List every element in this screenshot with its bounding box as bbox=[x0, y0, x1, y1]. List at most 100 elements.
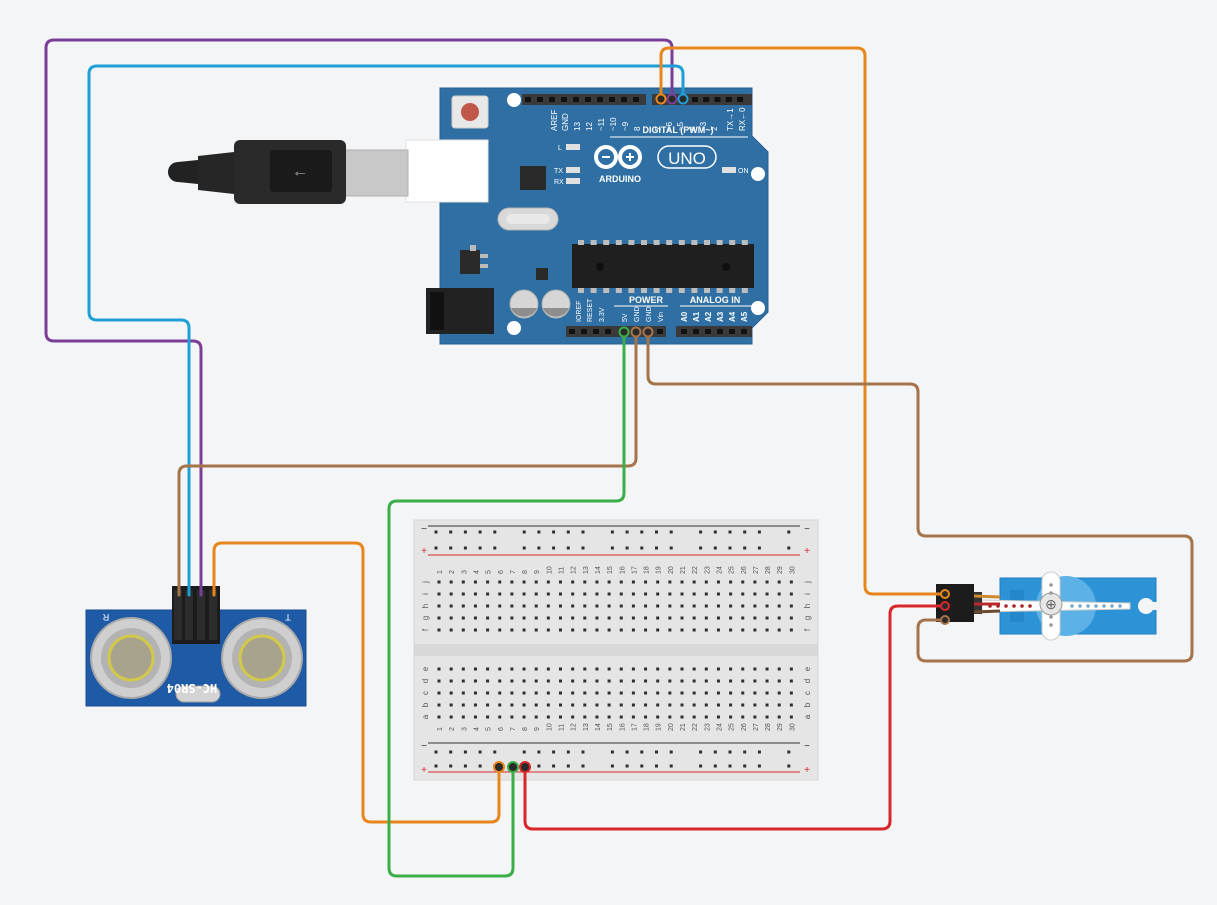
breadboard-hole[interactable] bbox=[789, 667, 793, 671]
breadboard-hole[interactable] bbox=[668, 628, 672, 632]
breadboard-hole[interactable] bbox=[607, 580, 611, 584]
breadboard-hole[interactable] bbox=[753, 604, 757, 608]
breadboard-hole[interactable] bbox=[716, 592, 720, 596]
breadboard-hole[interactable] bbox=[510, 679, 514, 683]
breadboard-hole[interactable] bbox=[546, 604, 550, 608]
breadboard-hole[interactable] bbox=[631, 616, 635, 620]
breadboard-hole[interactable] bbox=[765, 580, 769, 584]
breadboard-hole[interactable] bbox=[449, 667, 453, 671]
breadboard-hole[interactable] bbox=[668, 592, 672, 596]
breadboard-hole[interactable] bbox=[668, 691, 672, 695]
pin-hole[interactable] bbox=[581, 329, 587, 334]
pin-hole[interactable] bbox=[549, 97, 555, 102]
breadboard-hole[interactable] bbox=[729, 580, 733, 584]
breadboard-hole[interactable] bbox=[522, 703, 526, 707]
pin-hole[interactable] bbox=[561, 97, 567, 102]
hc-sr04-sensor[interactable]: HC-SR04 R T bbox=[85, 586, 307, 707]
breadboard-hole[interactable] bbox=[753, 580, 757, 584]
breadboard-hole[interactable] bbox=[559, 691, 562, 695]
breadboard-hole[interactable] bbox=[559, 715, 562, 719]
breadboard-hole[interactable] bbox=[680, 604, 684, 608]
breadboard-hole[interactable] bbox=[753, 691, 757, 695]
breadboard-hole[interactable] bbox=[559, 628, 562, 632]
breadboard-hole[interactable] bbox=[595, 580, 599, 584]
pin-hole[interactable] bbox=[569, 329, 575, 334]
breadboard-hole[interactable] bbox=[449, 580, 453, 584]
breadboard-hole[interactable] bbox=[498, 691, 502, 695]
breadboard-hole[interactable] bbox=[680, 667, 684, 671]
rail-hole[interactable] bbox=[566, 750, 570, 754]
breadboard-hole[interactable] bbox=[595, 679, 599, 683]
rail-hole[interactable] bbox=[478, 530, 482, 534]
breadboard-hole[interactable] bbox=[704, 580, 708, 584]
breadboard-hole[interactable] bbox=[449, 604, 453, 608]
breadboard-hole[interactable] bbox=[656, 703, 660, 707]
breadboard-hole[interactable] bbox=[704, 703, 708, 707]
breadboard-hole[interactable] bbox=[571, 628, 575, 632]
breadboard-hole[interactable] bbox=[546, 703, 550, 707]
breadboard-hole[interactable] bbox=[486, 715, 490, 719]
rail-hole[interactable] bbox=[625, 750, 629, 754]
rail-hole[interactable] bbox=[581, 530, 585, 534]
breadboard-hole[interactable] bbox=[631, 667, 635, 671]
breadboard-hole[interactable] bbox=[595, 691, 599, 695]
breadboard-hole[interactable] bbox=[510, 592, 514, 596]
breadboard-hole[interactable] bbox=[692, 616, 696, 620]
breadboard-hole[interactable] bbox=[559, 580, 562, 584]
breadboard-hole[interactable] bbox=[461, 715, 465, 719]
breadboard-hole[interactable] bbox=[631, 592, 635, 596]
pin-hole[interactable] bbox=[657, 329, 663, 334]
reset-button[interactable] bbox=[451, 95, 489, 129]
breadboard-hole[interactable] bbox=[680, 715, 684, 719]
breadboard-hole[interactable] bbox=[571, 667, 575, 671]
rail-hole[interactable] bbox=[537, 546, 541, 550]
breadboard-hole[interactable] bbox=[729, 604, 733, 608]
breadboard-hole[interactable] bbox=[777, 667, 781, 671]
breadboard-hole[interactable] bbox=[741, 715, 745, 719]
breadboard-hole[interactable] bbox=[716, 715, 720, 719]
breadboard-hole[interactable] bbox=[619, 616, 623, 620]
breadboard-hole[interactable] bbox=[716, 679, 720, 683]
breadboard-hole[interactable] bbox=[619, 604, 623, 608]
breadboard-hole[interactable] bbox=[595, 604, 599, 608]
breadboard-hole[interactable] bbox=[498, 715, 502, 719]
breadboard-hole[interactable] bbox=[644, 691, 648, 695]
pin-hole[interactable] bbox=[681, 329, 687, 334]
breadboard-hole[interactable] bbox=[498, 667, 502, 671]
breadboard-hole[interactable] bbox=[546, 679, 550, 683]
breadboard-hole[interactable] bbox=[498, 580, 502, 584]
rail-hole[interactable] bbox=[610, 764, 614, 768]
breadboard-hole[interactable] bbox=[680, 679, 684, 683]
breadboard-hole[interactable] bbox=[486, 592, 490, 596]
breadboard-hole[interactable] bbox=[534, 715, 538, 719]
breadboard-hole[interactable] bbox=[461, 592, 465, 596]
breadboard-hole[interactable] bbox=[741, 628, 745, 632]
breadboard-hole[interactable] bbox=[704, 715, 708, 719]
breadboard-hole[interactable] bbox=[729, 691, 733, 695]
breadboard-hole[interactable] bbox=[789, 679, 793, 683]
breadboard[interactable]: − − + + − − + + 112233445566778899101011… bbox=[413, 519, 819, 781]
rail-hole[interactable] bbox=[610, 530, 614, 534]
pin-hole[interactable] bbox=[585, 97, 591, 102]
breadboard-hole[interactable] bbox=[644, 628, 648, 632]
breadboard-hole[interactable] bbox=[631, 703, 635, 707]
rail-hole[interactable] bbox=[449, 530, 453, 534]
breadboard-hole[interactable] bbox=[437, 715, 441, 719]
breadboard-hole[interactable] bbox=[607, 691, 611, 695]
rail-hole[interactable] bbox=[463, 530, 467, 534]
rail-hole[interactable] bbox=[757, 764, 761, 768]
breadboard-hole[interactable] bbox=[765, 592, 769, 596]
wire-green[interactable] bbox=[387, 330, 626, 878]
breadboard-hole[interactable] bbox=[753, 703, 757, 707]
breadboard-hole[interactable] bbox=[437, 616, 441, 620]
rail-hole[interactable] bbox=[640, 546, 644, 550]
breadboard-hole[interactable] bbox=[716, 667, 720, 671]
rail-hole[interactable] bbox=[640, 750, 644, 754]
breadboard-hole[interactable] bbox=[583, 580, 587, 584]
breadboard-hole[interactable] bbox=[546, 628, 550, 632]
breadboard-hole[interactable] bbox=[583, 628, 587, 632]
breadboard-hole[interactable] bbox=[668, 703, 672, 707]
breadboard-hole[interactable] bbox=[437, 592, 441, 596]
breadboard-hole[interactable] bbox=[522, 604, 526, 608]
